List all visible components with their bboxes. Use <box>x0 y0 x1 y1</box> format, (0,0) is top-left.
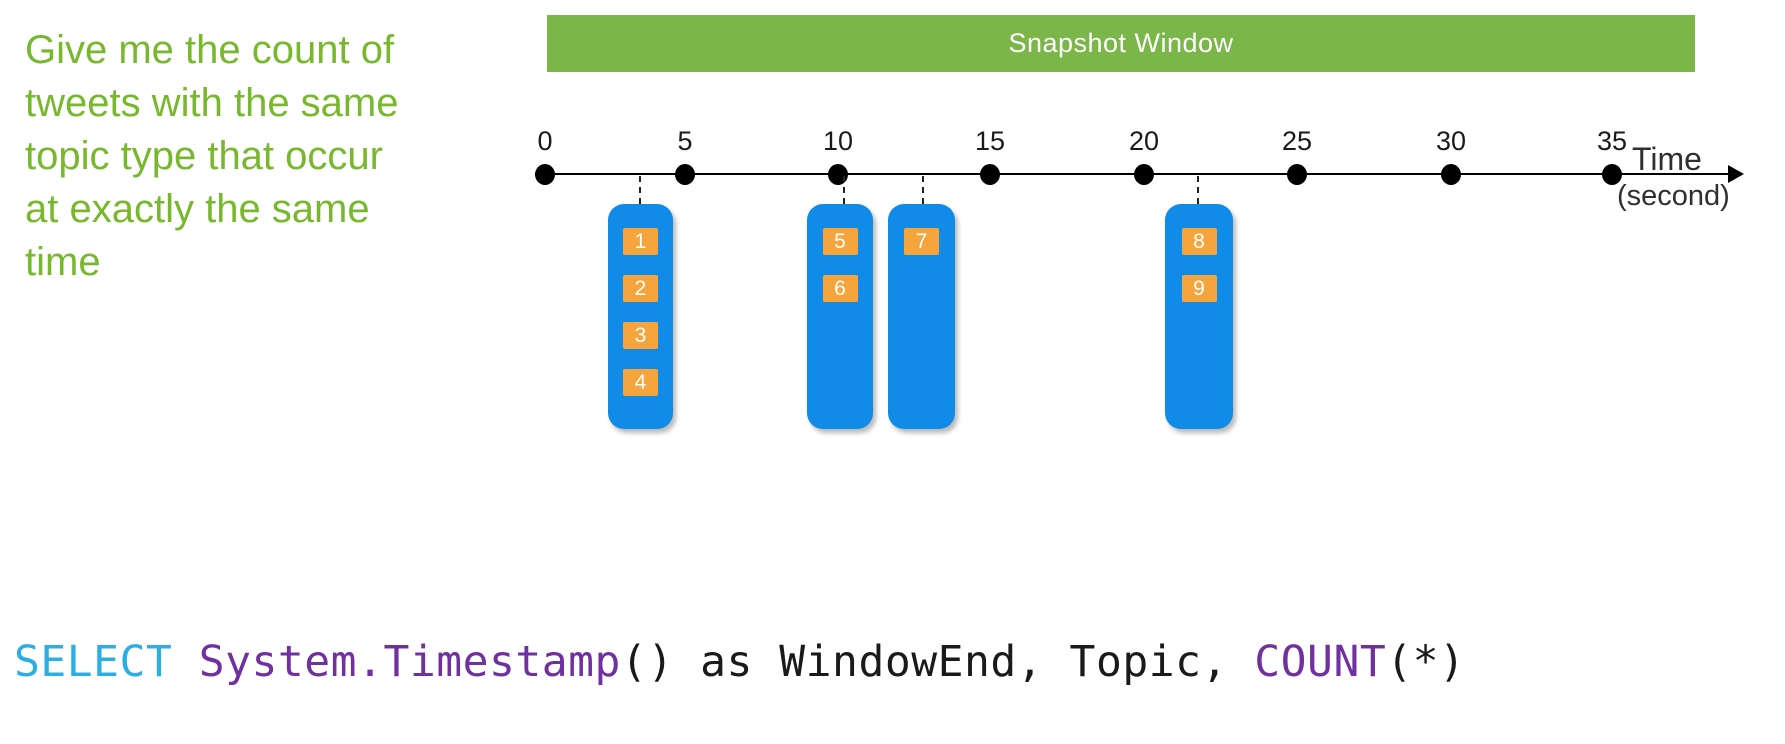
question-line: tweets with the same <box>25 81 399 125</box>
time-axis-label: Time <box>1632 141 1702 177</box>
timeline-dot-icon <box>1602 164 1622 185</box>
timeline-dot-icon <box>828 164 848 185</box>
code-token: System.Timestamp <box>198 637 621 687</box>
event-group-connector <box>922 176 924 204</box>
timeline-dot-icon <box>535 164 555 185</box>
timeline-dot-icon <box>1441 164 1461 185</box>
event-group: 7 <box>888 204 955 429</box>
event-chip: 2 <box>623 275 658 302</box>
code-token: (*) <box>1386 637 1466 687</box>
snapshot-window-banner: Snapshot Window <box>547 15 1695 72</box>
event-chip: 4 <box>623 369 658 396</box>
code-token: SELECT <box>14 637 173 687</box>
event-chip: 6 <box>822 275 858 302</box>
tick-label: 20 <box>1128 126 1160 156</box>
timeline-dot-icon <box>1134 164 1154 185</box>
question-text: Give me the count of tweets with the sam… <box>25 24 505 289</box>
question-line: topic type that occur <box>25 134 383 178</box>
event-group-connector <box>639 176 641 204</box>
tick-label: 10 <box>822 126 854 156</box>
event-group-connector <box>1197 176 1199 204</box>
banner-label: Snapshot Window <box>1008 28 1234 58</box>
code-token: () as WindowEnd, Topic, <box>620 637 1255 687</box>
event-group: 5 6 <box>807 204 873 429</box>
question-line: time <box>25 240 101 284</box>
event-group-connector <box>843 176 845 204</box>
event-chip: 1 <box>623 228 658 255</box>
timeline-dot-icon <box>1287 164 1307 185</box>
question-line: Give me the count of <box>25 28 395 72</box>
tick-label: 15 <box>974 126 1006 156</box>
event-chip: 7 <box>904 228 939 255</box>
event-group: 8 9 <box>1165 204 1233 429</box>
axis-line <box>535 173 1731 175</box>
code-block: SELECT System.Timestamp() as WindowEnd, … <box>14 517 1465 744</box>
code-token <box>172 637 198 687</box>
event-group: 1 2 3 4 <box>608 204 673 429</box>
code-line: SELECT System.Timestamp() as WindowEnd, … <box>14 633 1465 691</box>
axis-arrow-icon <box>1728 165 1744 183</box>
question-line: at exactly the same <box>25 187 370 231</box>
event-chip: 5 <box>822 228 858 255</box>
event-chip: 8 <box>1181 228 1217 255</box>
tick-label: 25 <box>1281 126 1313 156</box>
event-chip: 9 <box>1181 275 1217 302</box>
tick-label: 0 <box>537 126 553 156</box>
timeline-dot-icon <box>980 164 1000 185</box>
code-token: COUNT <box>1254 637 1387 687</box>
tick-label: 30 <box>1435 126 1467 156</box>
event-chip: 3 <box>623 322 658 349</box>
tick-label: 35 <box>1596 126 1628 156</box>
time-axis-unit: (second) <box>1617 180 1730 212</box>
timeline-dot-icon <box>675 164 695 185</box>
tick-label: 5 <box>677 126 693 156</box>
